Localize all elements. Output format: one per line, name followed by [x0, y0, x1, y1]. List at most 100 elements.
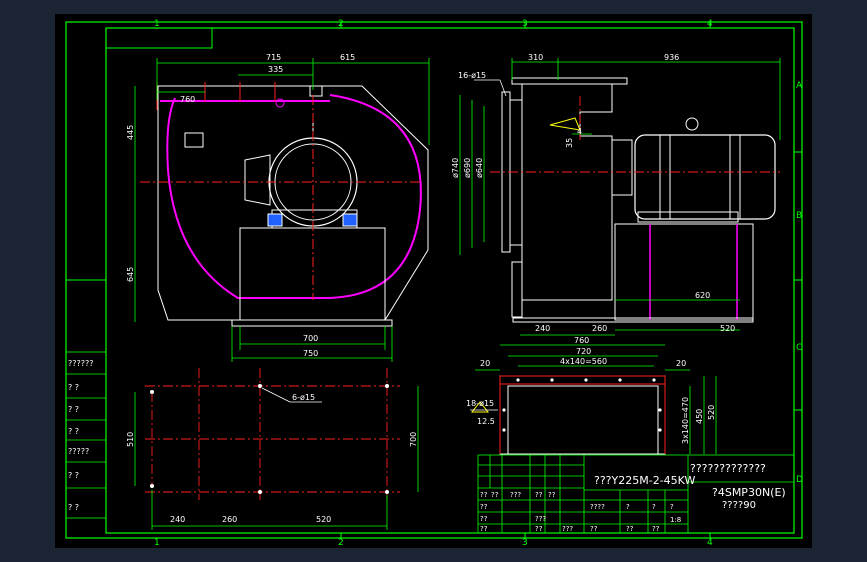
fan-housing [157, 85, 429, 321]
shaft-housing [611, 139, 633, 196]
tb-cell: ?? [491, 491, 499, 499]
dim-label: 700 [409, 432, 418, 447]
dim-label: 936 [664, 53, 679, 62]
bolt-hole [385, 384, 389, 388]
side-view: 310 936 16-ø15 ø740 ø690 ø640 35 4 240 2… [451, 53, 781, 336]
tb-cell: ??? [535, 515, 546, 523]
dim-label: 520 [316, 515, 331, 524]
base-side: 760 720 20 20 4x140=560 18-ø15 12.5 3x14… [466, 336, 717, 455]
dim-label: 520 [707, 405, 716, 420]
row-label: C [796, 343, 802, 353]
row-label: B [796, 211, 802, 221]
corner-tab [106, 28, 213, 49]
col-label: 4 [707, 19, 713, 29]
dim-label: 4 [577, 127, 582, 136]
bolt-hole [385, 490, 389, 494]
dim-label: 760 [180, 95, 195, 104]
drawing-sub: ????90 [722, 500, 756, 511]
bolt-hole [550, 378, 554, 382]
dim-label: 720 [576, 347, 591, 356]
tb-cell: ? [670, 503, 674, 511]
dim-label: 240 [170, 515, 185, 524]
table-cell: ?????? [68, 359, 93, 368]
tb-cell: ?? [480, 503, 488, 511]
row-label: A [796, 81, 803, 91]
dim-label: 16-ø15 [458, 71, 486, 80]
lower-flange [511, 261, 523, 318]
table-cell: ? ? [68, 503, 79, 512]
tb-cell: ?? [535, 491, 543, 499]
dim-label: 310 [528, 53, 543, 62]
tb-cell: ???? [590, 503, 605, 511]
dim-label: 240 [535, 324, 550, 333]
dim-label: 260 [592, 324, 607, 333]
tb-cell: ?? [480, 491, 488, 499]
dim-label: 35 [565, 138, 574, 148]
scale-value: 1:8 [670, 516, 681, 524]
dim-label: 445 [126, 125, 135, 140]
bolt-hole [584, 378, 588, 382]
dim-label: 20 [480, 359, 490, 368]
left-table: ?????? ? ? ? ? ? ? ????? ? ? ? ? [65, 351, 107, 519]
tb-cell: ? [652, 503, 656, 511]
dim-label: 12.5 [477, 417, 495, 426]
tb-cell: ??? [510, 491, 521, 499]
bolt-hole [652, 378, 656, 382]
bolt-hole [150, 484, 154, 488]
col-label: 3 [522, 19, 528, 29]
col-label: 2 [338, 538, 344, 548]
col-label: 1 [154, 538, 160, 548]
table-cell: ? ? [68, 471, 79, 480]
dim-label: 260 [222, 515, 237, 524]
outlet-flange [309, 85, 323, 97]
tb-cell: ?? [626, 525, 634, 533]
bolt-hole [516, 378, 520, 382]
bolt-hole [658, 408, 662, 412]
bolt-hole [658, 428, 662, 432]
table-cell: ????? [68, 447, 89, 456]
drawing-title: ????????????? [690, 462, 766, 475]
dim-label: 4x140=560 [560, 357, 607, 366]
bolt-hole [618, 378, 622, 382]
dim-label: 715 [266, 53, 281, 62]
table-cell: ? ? [68, 405, 79, 414]
bolt-hole [258, 490, 262, 494]
model-name: ???Y225M-2-45KW [594, 474, 695, 487]
lifting-eye [685, 117, 699, 131]
dim-label: 760 [574, 336, 589, 345]
col-label: 3 [522, 538, 528, 548]
dim-label: 645 [126, 267, 135, 282]
base-plate [231, 319, 393, 327]
inspection-port [184, 132, 204, 148]
dim-label: 20 [676, 359, 686, 368]
dim-label: ø740 [451, 158, 460, 178]
drawing-number: ?4SMP30N(E) [712, 486, 786, 499]
tb-cell: ? [626, 503, 630, 511]
col-label: 2 [338, 19, 344, 29]
row-label: D [796, 475, 803, 485]
tb-cell: ?? [480, 515, 488, 523]
dim-label: 620 [695, 291, 710, 300]
tb-cell: ??? [562, 525, 573, 533]
tb-cell: ?? [590, 525, 598, 533]
base-plan: 510 700 240 260 520 6-ø15 [126, 368, 419, 530]
dim-label: ø640 [475, 158, 484, 178]
motor-foot [342, 213, 358, 227]
dim-label: 3x140=470 [681, 397, 690, 444]
front-view: 715 615 335 760 445 645 700 750 [126, 53, 430, 362]
dim-label: 700 [303, 334, 318, 343]
dim-label: 520 [720, 324, 735, 333]
bolt-hole [150, 390, 154, 394]
hole-note: 6-ø15 [292, 393, 315, 402]
impeller-arc [166, 94, 422, 300]
tb-cell: ?? [535, 525, 543, 533]
dim-label: 335 [268, 65, 283, 74]
tb-cell: ?? [480, 525, 488, 533]
tb-cell: ?? [652, 525, 660, 533]
dim-label: 510 [126, 432, 135, 447]
bolt-hole [502, 408, 506, 412]
motor-end [244, 154, 271, 206]
dim-label: ø690 [463, 158, 472, 178]
dim-label: 450 [695, 409, 704, 424]
